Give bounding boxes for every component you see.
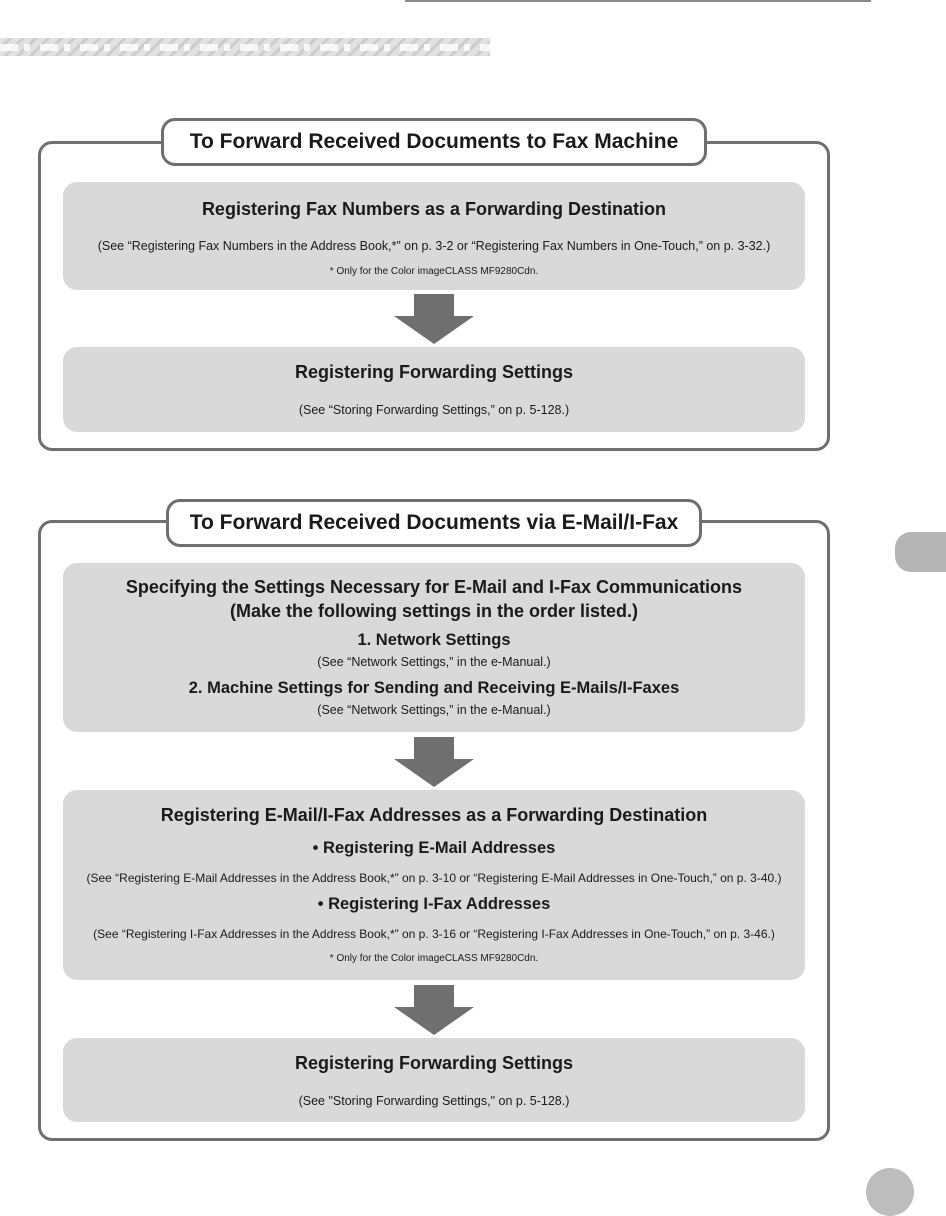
email-forwarding-settings-step: Registering Forwarding Settings (See "St… <box>63 1038 805 1122</box>
top-rule <box>405 0 871 2</box>
fax-forwarding-title: To Forward Received Documents to Fax Mac… <box>161 118 707 166</box>
fax-destination-note: * Only for the Color imageCLASS MF9280Cd… <box>329 266 539 277</box>
email-setup-heading-line2: (Make the following settings in the orde… <box>229 601 639 621</box>
fax-destination-step: Registering Fax Numbers as a Forwarding … <box>63 182 805 290</box>
network-settings-title: 1. Network Settings <box>357 631 511 649</box>
fax-destination-reference: (See “Registering Fax Numbers in the Add… <box>97 239 771 253</box>
email-forwarding-settings-heading: Registering Forwarding Settings <box>294 1053 574 1073</box>
email-forwarding-title: To Forward Received Documents via E-Mail… <box>166 499 702 547</box>
fax-forwarding-settings-heading: Registering Forwarding Settings <box>294 362 574 382</box>
ifax-address-bullet: • Registering I-Fax Addresses <box>317 895 551 913</box>
email-setup-step: Specifying the Settings Necessary for E-… <box>63 563 805 732</box>
fax-forwarding-settings-reference: (See “Storing Forwarding Settings,” on p… <box>298 403 570 417</box>
down-arrow-icon <box>394 737 474 787</box>
section-header-band <box>0 38 490 56</box>
network-settings-reference: (See “Network Settings,” in the e-Manual… <box>317 655 551 669</box>
email-address-bullet: • Registering E-Mail Addresses <box>312 839 556 857</box>
email-forwarding-settings-reference: (See "Storing Forwarding Settings," on p… <box>298 1094 570 1108</box>
fax-forwarding-settings-step: Registering Forwarding Settings (See “St… <box>63 347 805 432</box>
down-arrow-icon <box>394 294 474 344</box>
down-arrow-icon <box>394 985 474 1035</box>
email-destination-step: Registering E-Mail/I-Fax Addresses as a … <box>63 790 805 980</box>
page-number-marker <box>866 1168 914 1216</box>
ifax-address-reference: (See “Registering I-Fax Addresses in the… <box>93 927 775 941</box>
machine-settings-title: 2. Machine Settings for Sending and Rece… <box>188 679 680 697</box>
machine-settings-reference: (See “Network Settings,” in the e-Manual… <box>317 703 551 717</box>
email-setup-heading-line1: Specifying the Settings Necessary for E-… <box>125 577 743 597</box>
chapter-tab <box>895 532 946 572</box>
email-address-reference: (See “Registering E-Mail Addresses in th… <box>86 871 782 885</box>
email-destination-note: * Only for the Color imageCLASS MF9280Cd… <box>329 953 539 964</box>
email-destination-heading: Registering E-Mail/I-Fax Addresses as a … <box>160 805 708 825</box>
fax-destination-heading: Registering Fax Numbers as a Forwarding … <box>201 199 667 219</box>
